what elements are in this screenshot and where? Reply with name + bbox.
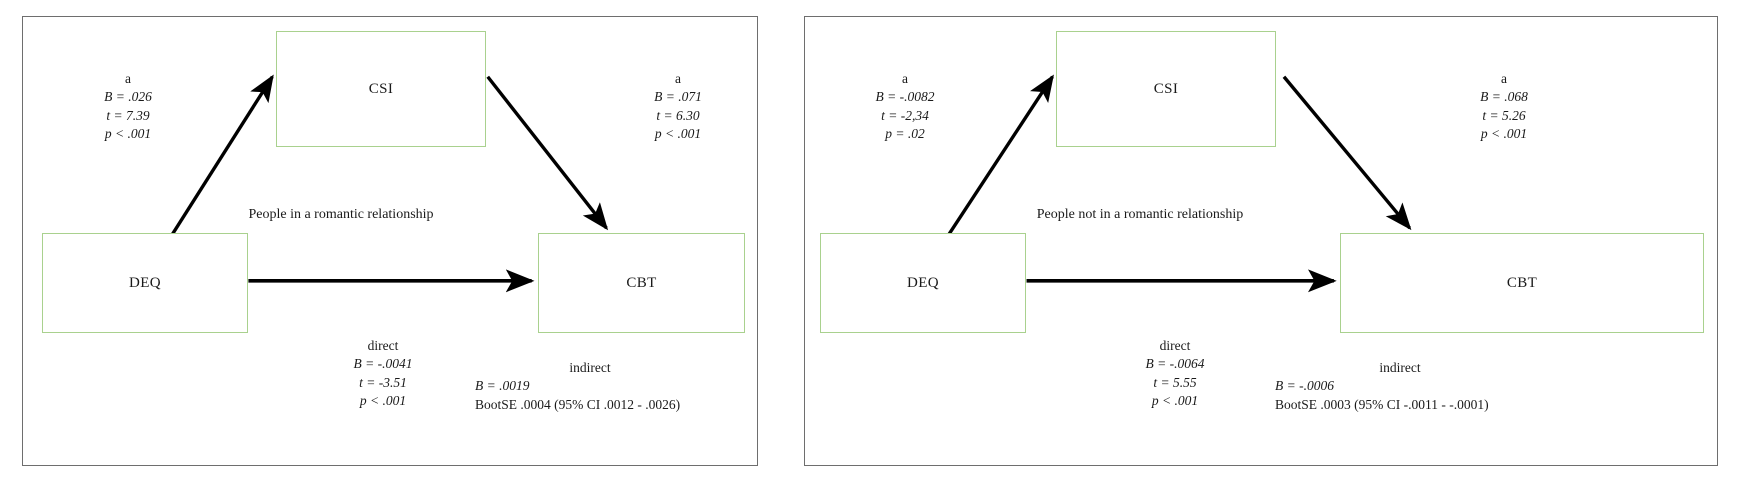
direct-label: direct (1159, 338, 1191, 353)
path-a-label: a (125, 71, 131, 86)
node-csi-left: CSI (276, 31, 486, 147)
node-deq-right: DEQ (820, 233, 1026, 333)
panel-not-romantic-relationship: CSI DEQ CBT People not in a romantic rel… (804, 16, 1718, 466)
node-label-cbt: CBT (1506, 274, 1538, 291)
indirect-label: indirect (569, 360, 611, 375)
indirect-B: B = .0019 (475, 378, 530, 394)
direct-t: t = 5.55 (1153, 374, 1197, 390)
edge-csi-to-cbt (1282, 75, 1412, 231)
node-cbt-left: CBT (538, 233, 745, 333)
path-a-t: t = -2,34 (881, 107, 929, 123)
path-a-p: p = .02 (885, 126, 925, 142)
path-a-t: t = 5.26 (1482, 107, 1526, 123)
group-title-left: People in a romantic relationship (248, 207, 434, 222)
node-label-deq: DEQ (906, 274, 940, 291)
path-a-label: a (902, 71, 908, 86)
direct-t: t = -3.51 (359, 374, 407, 390)
stats-direct-left: direct B = -.0041 t = -3.51 p < .001 (313, 337, 453, 410)
path-a-B: B = .026 (104, 89, 152, 105)
direct-p: p < .001 (359, 393, 407, 409)
node-label-csi: CSI (1153, 80, 1179, 97)
node-cbt-right: CBT (1340, 233, 1704, 333)
direct-B: B = -.0041 (353, 356, 413, 372)
stats-path-a-right-right: a B = .068 t = 5.26 p < .001 (1439, 70, 1569, 143)
node-deq-left: DEQ (42, 233, 248, 333)
path-a-B: B = -.0082 (875, 89, 935, 105)
path-a-p: p < .001 (1480, 126, 1528, 142)
stats-indirect-left: indirect B = .0019 BootSE .0004 (95% CI … (475, 359, 765, 414)
edge-csi-to-cbt (486, 75, 609, 231)
direct-B: B = -.0064 (1145, 356, 1205, 372)
path-a-label: a (675, 71, 681, 86)
indirect-B: B = -.0006 (1275, 378, 1334, 394)
group-title-right: People not in a romantic relationship (1036, 207, 1244, 222)
stats-direct-right: direct B = -.0064 t = 5.55 p < .001 (1105, 337, 1245, 410)
node-label-csi: CSI (368, 80, 394, 97)
direct-label: direct (367, 338, 399, 353)
stats-path-a-left-right: a B = -.0082 t = -2,34 p = .02 (835, 70, 975, 143)
path-a-B: B = .068 (1480, 89, 1528, 105)
path-a-p: p < .001 (104, 126, 152, 142)
path-a-t: t = 6.30 (656, 107, 700, 123)
node-label-cbt: CBT (626, 274, 657, 291)
direct-p: p < .001 (1151, 393, 1199, 409)
stats-path-a-left-left: a B = .026 t = 7.39 p < .001 (63, 70, 193, 143)
node-csi-right: CSI (1056, 31, 1276, 147)
path-a-t: t = 7.39 (106, 107, 150, 123)
stats-indirect-right: indirect B = -.0006 BootSE .0003 (95% CI… (1275, 359, 1695, 414)
path-a-p: p < .001 (654, 126, 702, 142)
indirect-bootse: BootSE .0003 (95% CI -.0011 - -.0001) (1275, 396, 1489, 412)
node-label-deq: DEQ (128, 274, 162, 291)
stats-path-a-right-left: a B = .071 t = 6.30 p < .001 (613, 70, 743, 143)
path-a-label: a (1501, 71, 1507, 86)
indirect-bootse: BootSE .0004 (95% CI .0012 - .0026) (475, 396, 681, 412)
indirect-label: indirect (1379, 360, 1421, 375)
path-a-B: B = .071 (654, 89, 702, 105)
panel-romantic-relationship: CSI DEQ CBT People in a romantic relatio… (22, 16, 758, 466)
